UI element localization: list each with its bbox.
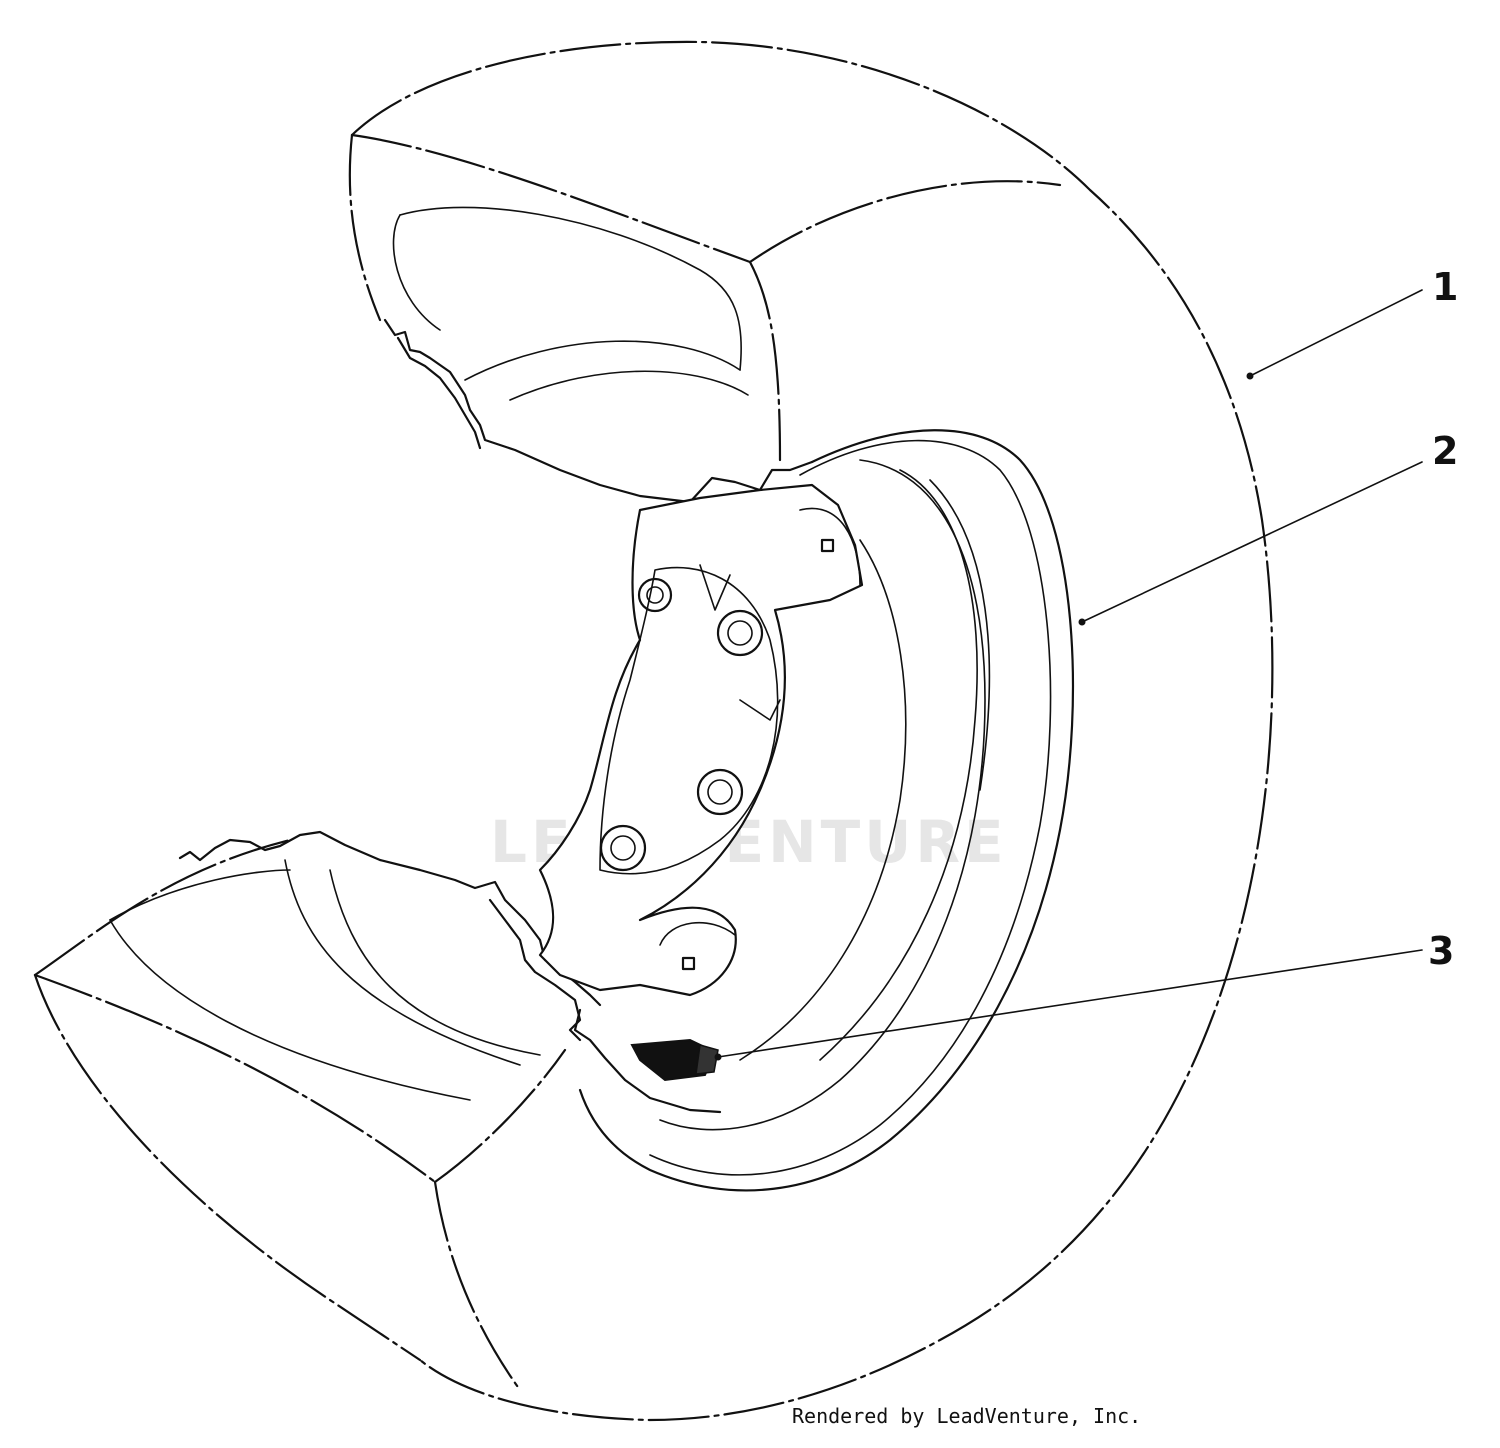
callout-label-3: 3	[1428, 929, 1454, 973]
lug-nut	[599, 824, 647, 872]
callout-2: 2	[1078, 429, 1458, 626]
lug-nut	[637, 577, 673, 613]
lug-nut	[696, 768, 744, 816]
callout-label-2: 2	[1432, 429, 1458, 473]
callout-3: 3	[714, 929, 1454, 1061]
tire	[33, 40, 1274, 1422]
callout-1: 1	[1246, 265, 1458, 380]
callout-label-1: 1	[1432, 265, 1458, 309]
lug-nut	[716, 609, 764, 657]
rim	[538, 429, 1075, 1192]
rim-tab-hole-top	[820, 538, 835, 553]
rim-tab-hole-bottom	[681, 956, 696, 971]
valve-stem	[630, 1038, 719, 1082]
credit-text: Rendered by LeadVenture, Inc.	[792, 1404, 1142, 1428]
